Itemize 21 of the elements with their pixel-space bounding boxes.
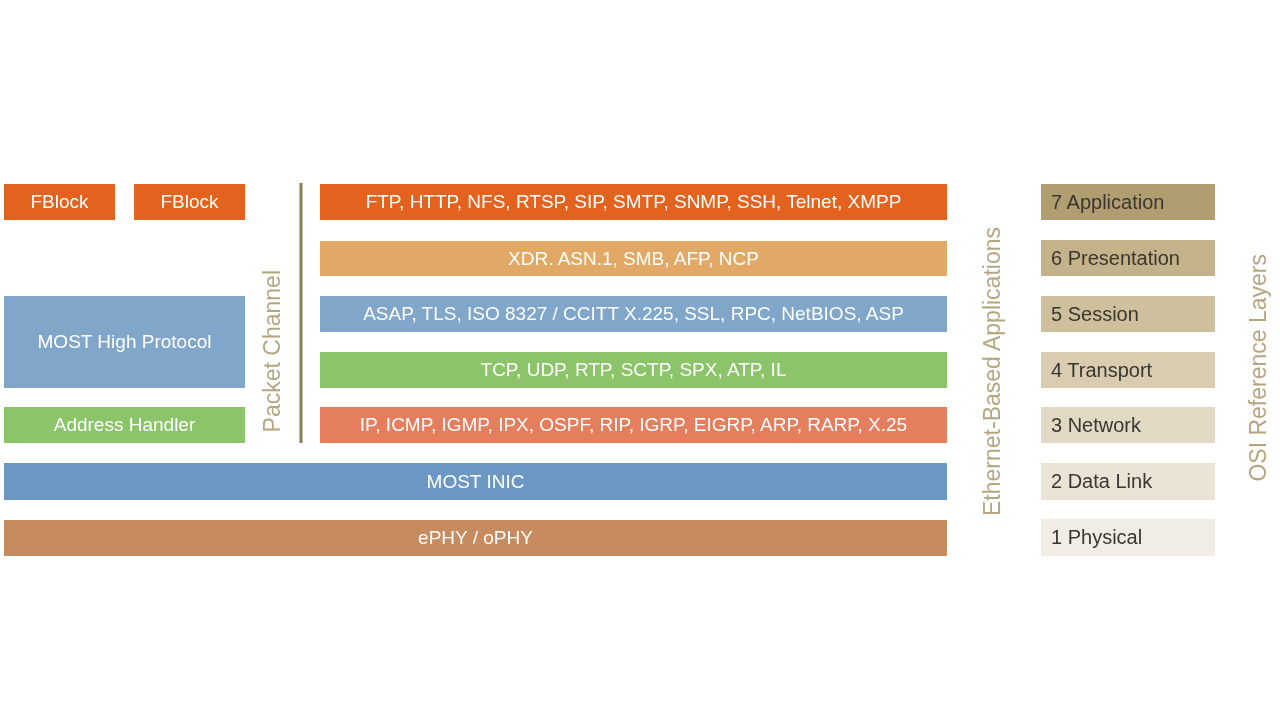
osi-layer-box: 5 Session bbox=[1041, 296, 1215, 332]
side-label: OSI Reference Layers bbox=[1246, 254, 1270, 482]
side-label: Packet Channel bbox=[260, 270, 284, 433]
osi-layer-box: 4 Transport bbox=[1041, 352, 1215, 388]
layer-bar: ASAP, TLS, ISO 8327 / CCITT X.225, SSL, RPC, NetBIOS, ASP bbox=[320, 296, 947, 332]
layer-bar: MOST INIC bbox=[4, 463, 947, 500]
osi-layer-box: 7 Application bbox=[1041, 184, 1215, 220]
layer-bar: TCP, UDP, RTP, SCTP, SPX, ATP, IL bbox=[320, 352, 947, 388]
layer-bar: FBlock bbox=[4, 184, 115, 220]
side-label: Ethernet-Based Applications bbox=[980, 226, 1004, 516]
osi-layer-box: 3 Network bbox=[1041, 407, 1215, 443]
layer-bar: Address Handler bbox=[4, 407, 245, 443]
layer-bar: ePHY / oPHY bbox=[4, 520, 947, 556]
layer-bar: IP, ICMP, IGMP, IPX, OSPF, RIP, IGRP, EIGRP, ARP, RARP, X.25 bbox=[320, 407, 947, 443]
layer-bar: FBlock bbox=[134, 184, 245, 220]
osi-layer-box: 2 Data Link bbox=[1041, 463, 1215, 500]
layer-bar: FTP, HTTP, NFS, RTSP, SIP, SMTP, SNMP, SSH, Telnet, XMPP bbox=[320, 184, 947, 220]
layer-bar: MOST High Protocol bbox=[4, 296, 245, 388]
osi-layer-box: 6 Presentation bbox=[1041, 240, 1215, 276]
layer-bar: XDR. ASN.1, SMB, AFP, NCP bbox=[320, 241, 947, 276]
osi-layer-box: 1 Physical bbox=[1041, 519, 1215, 556]
